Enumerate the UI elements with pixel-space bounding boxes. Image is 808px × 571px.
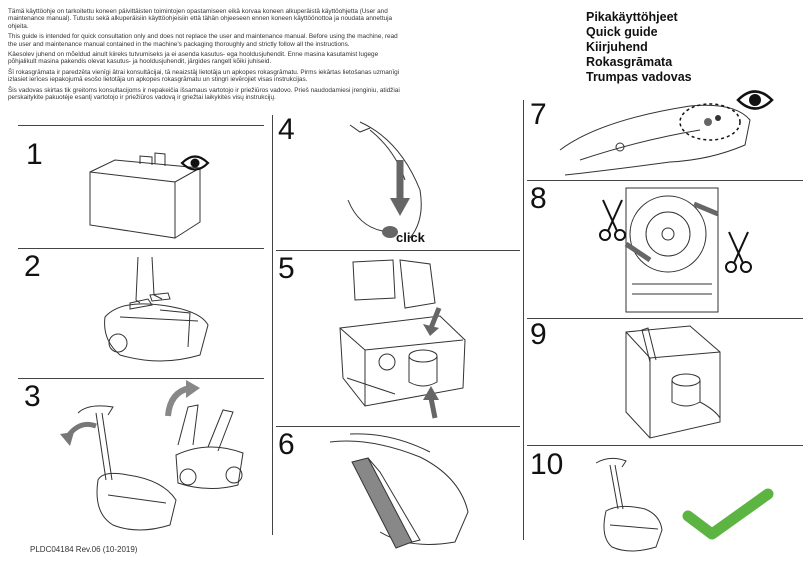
- step10-machine-illustration: [595, 457, 663, 552]
- rule-right-3: [527, 445, 803, 446]
- scissors-icon: [599, 199, 626, 241]
- rule-col-divider-1: [272, 115, 273, 535]
- step2-stepping-illustration: [104, 256, 209, 362]
- step4-click-illustration: [347, 121, 422, 239]
- rotate-arrow-icon: [60, 421, 97, 446]
- title-et: Kiirjuhend: [586, 40, 648, 54]
- checkmark-icon: [682, 488, 774, 540]
- step4-click-label: click: [396, 230, 425, 245]
- rule-mid-2: [276, 426, 520, 427]
- intro-en: This guide is intended for quick consult…: [8, 33, 398, 48]
- step8-brush-illustration: [624, 187, 719, 313]
- title-lv: Rokasgrāmata: [586, 55, 673, 69]
- rule-mid-1: [276, 250, 520, 251]
- rule-right-1: [527, 180, 803, 181]
- title-lt: Trumpas vadovas: [586, 70, 692, 84]
- step5-tank-illustration: [339, 259, 466, 419]
- step-number-4: 4: [278, 113, 295, 146]
- intro-text: Tämä käyttöohje on tarkoitettu koneen pä…: [8, 8, 400, 104]
- step9-clean-illustration: [625, 325, 721, 439]
- step3-handle-illustration: [77, 404, 244, 531]
- intro-lt: Šis vadovas skirtas tik greitoms konsult…: [8, 86, 400, 102]
- guide-titles: Pikakäyttöhjeet Quick guide Kiirjuhend R…: [586, 10, 692, 85]
- document-code: PLDC04184 Rev.06 (10-2019): [30, 545, 138, 554]
- rule-left-3: [18, 378, 264, 379]
- intro-fi: Tämä käyttöohje on tarkoitettu koneen pä…: [8, 8, 393, 30]
- step7-filter-illustration: [559, 103, 751, 176]
- eye-icon: [180, 155, 210, 171]
- title-en: Quick guide: [586, 25, 658, 39]
- step-number-9: 9: [530, 318, 547, 351]
- step-number-10: 10: [530, 448, 564, 481]
- step-number-2: 2: [24, 250, 41, 283]
- intro-et: Käesolev juhend on mõeldud ainult kiirek…: [8, 51, 379, 66]
- step-number-7: 7: [530, 98, 547, 131]
- step-number-1: 1: [26, 138, 43, 171]
- rule-left-top: [18, 125, 264, 126]
- title-fi: Pikakäyttöhjeet: [586, 10, 678, 24]
- rule-right-2: [527, 318, 803, 319]
- eye-icon: [736, 90, 774, 110]
- step1-box-illustration: [89, 152, 202, 239]
- step-number-8: 8: [530, 182, 547, 215]
- step-number-5: 5: [278, 252, 295, 285]
- rule-left-2: [18, 248, 264, 249]
- intro-lv: Šī rokasgrāmata ir paredzēta vienīgi ātr…: [8, 68, 400, 84]
- step6-squeegee-illustration: [329, 433, 469, 549]
- step-number-6: 6: [278, 428, 295, 461]
- scissors-icon: [725, 231, 752, 273]
- rotate-arrow-icon: [165, 380, 200, 417]
- step-number-3: 3: [24, 380, 41, 413]
- rule-col-divider-2: [523, 100, 524, 540]
